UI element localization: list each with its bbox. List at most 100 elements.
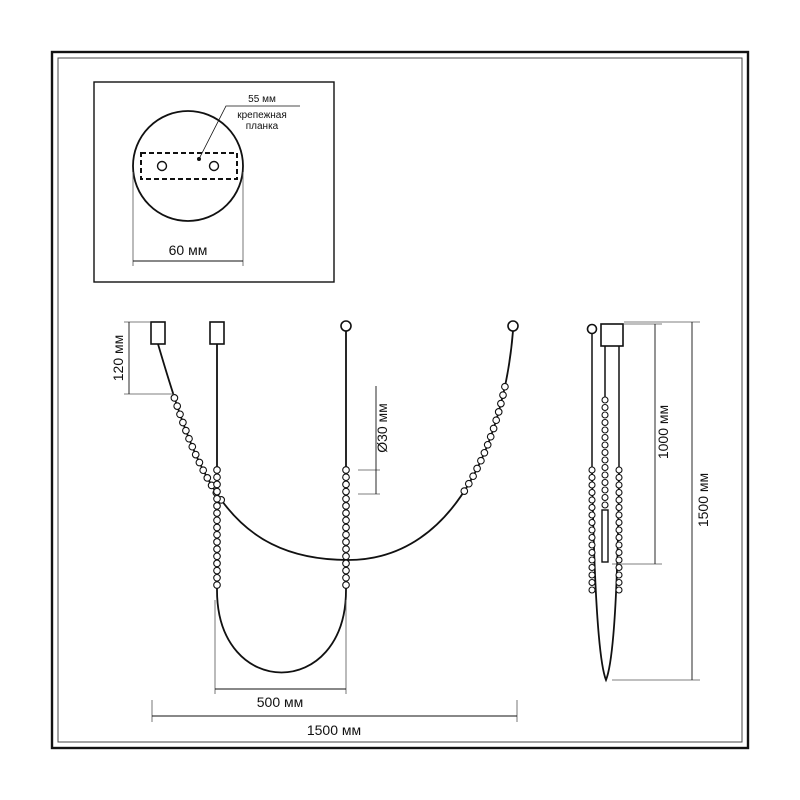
bead xyxy=(615,488,623,497)
bead xyxy=(615,526,623,534)
bead xyxy=(615,533,623,542)
mount-ball-right xyxy=(507,320,519,332)
total-width-label: 1500 мм xyxy=(307,722,361,738)
bead xyxy=(342,509,350,517)
bead xyxy=(615,503,623,512)
bead xyxy=(188,442,197,451)
bead xyxy=(342,545,350,553)
bead xyxy=(588,563,596,572)
side-total-label: 1500 мм xyxy=(695,473,711,527)
bead xyxy=(477,456,485,465)
side-drop-label: 1000 мм xyxy=(655,405,671,459)
mounting-inset: 55 мм крепежная планка 60 мм xyxy=(93,81,335,283)
bead xyxy=(191,450,200,459)
bead xyxy=(342,530,350,539)
bead xyxy=(588,466,596,474)
bead xyxy=(342,473,350,482)
bead xyxy=(601,403,609,412)
loop-width-label: 500 мм xyxy=(257,694,304,710)
cord-large-arc xyxy=(157,330,514,561)
bead xyxy=(342,466,350,474)
bead xyxy=(213,559,221,568)
bead xyxy=(213,566,221,575)
canopy-circle xyxy=(132,110,244,222)
mounting-bracket xyxy=(140,152,238,180)
drop-length-label: 120 мм xyxy=(110,335,126,382)
bead xyxy=(213,581,221,589)
bead xyxy=(213,509,221,517)
bead xyxy=(601,486,609,494)
bead xyxy=(213,573,221,582)
bead xyxy=(199,466,208,475)
inset-frame xyxy=(93,81,335,283)
inner-frame xyxy=(57,57,743,743)
bead xyxy=(195,458,204,467)
screw-hole-left xyxy=(156,160,168,172)
bead xyxy=(342,581,350,589)
bead xyxy=(213,494,221,503)
bead xyxy=(176,410,184,419)
bead xyxy=(601,463,609,472)
bead xyxy=(213,502,221,510)
bead xyxy=(342,487,350,496)
bead xyxy=(501,382,509,391)
bead xyxy=(460,487,469,495)
bead xyxy=(342,566,350,575)
bead xyxy=(588,533,596,542)
bead xyxy=(588,488,596,497)
bead xyxy=(170,394,179,402)
bead xyxy=(588,571,596,579)
bead xyxy=(601,448,609,457)
bead xyxy=(342,480,350,489)
bracket-name-line1: крепежная xyxy=(237,110,287,121)
bead xyxy=(342,538,350,546)
bead xyxy=(342,552,350,561)
bead xyxy=(213,473,221,482)
bead xyxy=(469,472,477,481)
bead xyxy=(588,556,596,564)
bead xyxy=(464,479,473,488)
bead xyxy=(492,416,501,425)
bead xyxy=(601,411,609,419)
bead xyxy=(342,573,350,582)
bead xyxy=(588,511,596,519)
bead xyxy=(588,548,596,557)
bead xyxy=(179,418,187,427)
bead xyxy=(615,586,623,594)
bead xyxy=(486,432,495,441)
bead xyxy=(601,456,609,464)
bracket-width-label: 55 мм xyxy=(248,94,276,105)
bracket-name-line2: планка xyxy=(246,121,279,132)
bead xyxy=(497,399,505,408)
bead xyxy=(213,530,221,539)
bead xyxy=(588,541,596,549)
bead xyxy=(489,424,498,433)
bead xyxy=(182,426,190,435)
side-mount-block xyxy=(600,323,624,347)
mount-block-left xyxy=(150,321,166,345)
bead xyxy=(342,559,350,568)
side-view: 1000 мм 1500 мм xyxy=(586,321,711,683)
bead xyxy=(615,563,623,572)
bead xyxy=(213,516,221,525)
front-beads xyxy=(170,382,509,589)
canopy-diameter-label: 60 мм xyxy=(169,242,208,258)
bead xyxy=(213,552,221,561)
side-pendant-rod xyxy=(601,509,609,563)
bead xyxy=(588,503,596,512)
bead xyxy=(615,548,623,557)
outer-frame xyxy=(50,50,750,750)
bead xyxy=(480,448,489,457)
bead xyxy=(483,440,492,449)
bead xyxy=(213,487,221,496)
side-beads xyxy=(588,396,623,594)
bead xyxy=(601,418,609,427)
bead xyxy=(615,511,623,519)
bead xyxy=(185,434,193,443)
bead xyxy=(342,523,350,532)
bead xyxy=(203,474,212,482)
bead xyxy=(494,408,503,416)
bead xyxy=(213,480,221,489)
bead xyxy=(615,473,623,482)
